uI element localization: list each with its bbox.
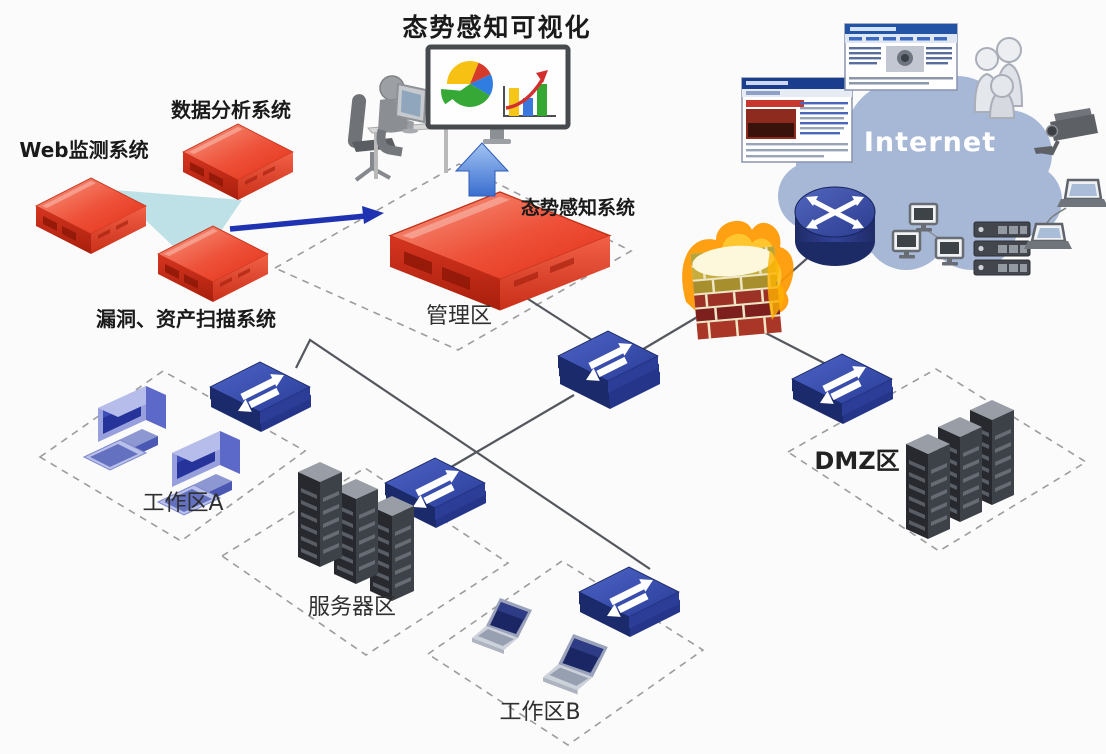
lan-computers-icon (891, 202, 965, 267)
label-dmz-zone: DMZ区 (814, 447, 900, 475)
zone-boundary-work-a (38, 370, 307, 542)
firewall-icon (682, 220, 794, 340)
label-data-analysis: 数据分析系统 (171, 98, 291, 122)
analyst-person-icon (347, 75, 457, 182)
pie-chart-icon (441, 61, 493, 107)
label-internet: Internet (863, 127, 997, 158)
server-stack-icon (973, 221, 1031, 276)
label-situation-awareness: 态势感知系统 (520, 197, 636, 219)
access-switch-b-icon (579, 567, 680, 637)
diagram-title: 态势感知可视化 (402, 13, 592, 42)
browser-window-icon (844, 23, 958, 91)
up-arrow-icon (454, 142, 510, 197)
lan-laptops-icon (1024, 178, 1106, 249)
red-server-icon-data-analysis (182, 123, 294, 201)
zone-boundary-work-b (426, 560, 705, 746)
label-work-zone-a: 工作区A (142, 491, 224, 516)
zone-boundary-management (273, 163, 633, 351)
laptop-icon (472, 598, 532, 654)
label-server-zone: 服务器区 (307, 595, 397, 620)
server-rack-icon-dmz (906, 400, 1014, 539)
dmz-switch-icon (792, 354, 893, 424)
red-server-icon-web-monitoring (35, 177, 147, 255)
bar-chart-icon (503, 70, 556, 117)
dashboard-monitor-icon (425, 44, 571, 144)
workstation-icon (83, 385, 167, 471)
users-icon (973, 37, 1024, 119)
label-management-zone: 管理区 (425, 304, 493, 329)
core-switch-icon (558, 331, 660, 409)
zone-boundary-dmz (786, 368, 1088, 552)
browser-window-icon (741, 77, 853, 163)
access-switch-a-icon (210, 362, 311, 432)
zone-boundary-servers (220, 467, 510, 656)
label-web-monitoring: Web监测系统 (19, 138, 149, 162)
internet-router-icon (794, 186, 876, 266)
laptop-icon (543, 634, 608, 695)
label-vuln-scan: 漏洞、资产扫描系统 (96, 307, 276, 331)
flow-arrow-icon (229, 206, 384, 232)
label-work-zone-b: 工作区B (499, 700, 581, 725)
cctv-camera-icon (1034, 108, 1098, 156)
